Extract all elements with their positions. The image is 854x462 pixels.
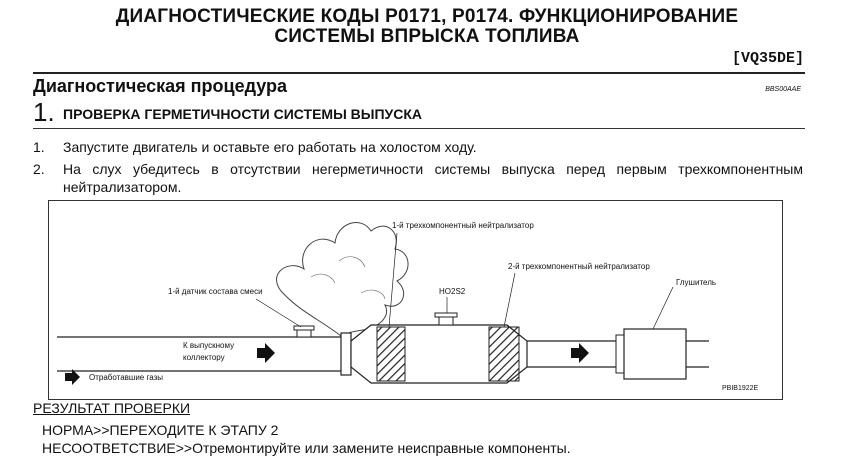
legend-label: Отработавшие газы <box>89 373 163 382</box>
list-item-text: Запустите двигатель и оставьте его работ… <box>63 139 477 155</box>
flow-arrow-1 <box>257 343 275 363</box>
list-item-number: 2. <box>33 161 45 177</box>
label-muffler: Глушитель <box>676 278 717 287</box>
exhaust-diagram-drawing <box>57 222 709 385</box>
label-af-sensor-1: 1-й датчик состава смеси <box>168 287 263 296</box>
legend-arrow-icon <box>65 369 80 385</box>
engine-code: [VQ35DE] <box>731 50 804 67</box>
page-title-line2: СИСТЕМЫ ВПРЫСКА ТОПЛИВА <box>274 26 580 47</box>
muffler <box>623 328 687 380</box>
section-divider <box>33 72 805 74</box>
step-title: ПРОВЕРКА ГЕРМЕТИЧНОСТИ СИСТЕМЫ ВЫПУСКА <box>63 106 423 122</box>
step-number: 1. <box>33 97 55 127</box>
page-title-line1: ДИАГНОСТИЧЕСКИЕ КОДЫ P0171, P0174. ФУНКЦ… <box>115 6 739 27</box>
catalyst-2 <box>488 326 520 382</box>
step-divider <box>33 128 805 129</box>
exhaust-system-diagram: 1-й трехкомпонентный нейтрализатор 1-й д… <box>48 200 783 400</box>
label-manifold-line2: коллектору <box>183 353 225 362</box>
list-item-text: На слух убедитесь в отсутствии негермети… <box>63 161 803 195</box>
figure-code: PBIB1922E <box>722 385 759 392</box>
smoke-cloud <box>276 222 409 337</box>
flow-arrow-2 <box>571 343 589 363</box>
catalyst-1 <box>376 326 406 382</box>
label-manifold-line1: К выпускному <box>183 341 235 350</box>
result-ng: НЕСООТВЕТСТВИЕ>>Отремонтируйте или замен… <box>42 440 571 456</box>
result-ok: НОРМА>>ПЕРЕХОДИТЕ К ЭТАПУ 2 <box>42 422 279 438</box>
procedure-code: BBS00AAE <box>765 86 801 93</box>
label-ho2s2: HO2S2 <box>439 287 466 296</box>
list-item-number: 1. <box>33 139 45 155</box>
label-catalyst-2: 2-й трехкомпонентный нейтрализатор <box>508 262 650 271</box>
result-heading: РЕЗУЛЬТАТ ПРОВЕРКИ <box>33 400 191 416</box>
label-catalyst-1: 1-й трехкомпонентный нейтрализатор <box>392 221 534 230</box>
procedure-title: Диагностическая процедура <box>33 76 288 96</box>
